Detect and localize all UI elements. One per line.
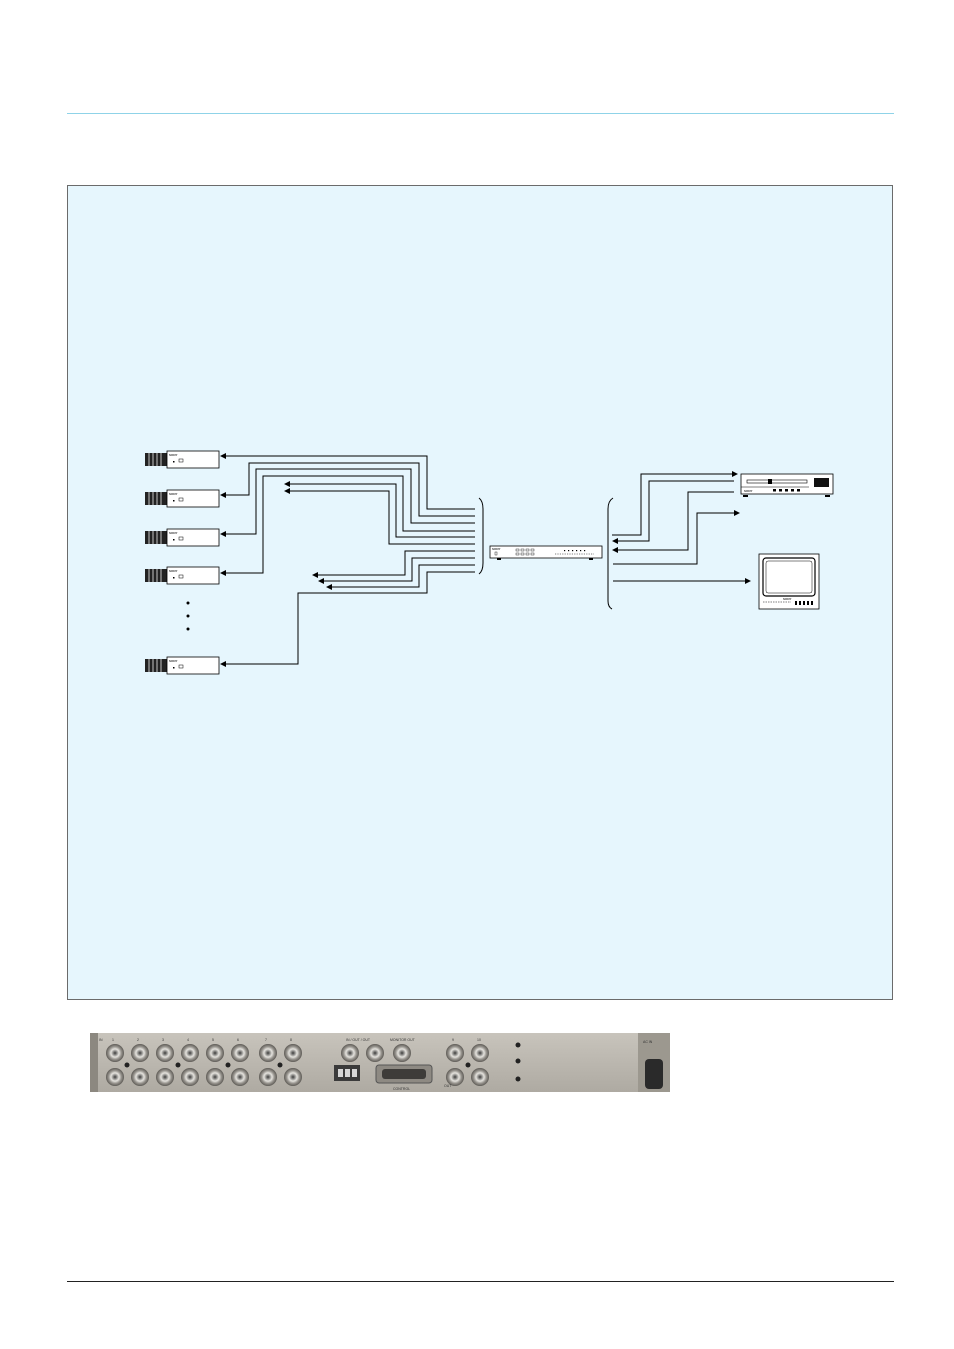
rear-label: 3 [162, 1038, 164, 1042]
rear-label: 7 [265, 1038, 267, 1042]
rear-label: IN [99, 1038, 103, 1042]
rear-label: IN / OUT / OUT [346, 1038, 371, 1042]
rear-label: 9 [452, 1038, 454, 1042]
ellipsis-dots [186, 601, 190, 631]
video-monitor: SONY [758, 553, 820, 610]
rear-label: 2 [137, 1038, 139, 1042]
camera-wiring [220, 453, 475, 667]
camera-brand: SONY [169, 453, 178, 457]
rear-panel-image: IN 1 2 3 4 5 6 7 8 IN / OUT / OUT MONITO… [90, 1033, 670, 1092]
output-bracket [607, 497, 614, 610]
camera-n: SONY [144, 656, 220, 675]
camera-brand: SONY [169, 569, 178, 573]
input-bracket [478, 497, 484, 575]
diagram-panel: SONY SONY SONY SONY SONY [67, 185, 893, 1000]
vcr-brand: SONY [744, 489, 753, 493]
camera-2: SONY [144, 489, 220, 508]
camera-4: SONY [144, 566, 220, 585]
rear-label: 4 [187, 1038, 189, 1042]
rear-label: 8 [290, 1038, 292, 1042]
footer-rule [67, 1281, 894, 1282]
monitor-brand: SONY [783, 597, 792, 601]
camera-brand: SONY [169, 531, 178, 535]
rear-label: 6 [237, 1038, 239, 1042]
video-recorder: SONY [740, 473, 834, 497]
rear-label: 10 [477, 1038, 481, 1042]
header-rule [67, 113, 894, 114]
rear-label: CONTROL [393, 1087, 410, 1091]
rear-label: AC IN [643, 1040, 653, 1044]
rear-label: MONITOR OUT [390, 1038, 416, 1042]
system-diagram: SONY SONY SONY SONY SONY [144, 450, 834, 675]
camera-brand: SONY [169, 492, 178, 496]
rear-label: 1 [112, 1038, 114, 1042]
switcher-brand: SONY [492, 547, 501, 551]
video-switcher: SONY [489, 545, 603, 560]
camera-brand: SONY [169, 659, 178, 663]
camera-1: SONY [144, 450, 220, 469]
rear-label: 5 [212, 1038, 214, 1042]
output-wiring [612, 471, 751, 584]
camera-3: SONY [144, 528, 220, 547]
rear-label: OUT [444, 1084, 452, 1088]
